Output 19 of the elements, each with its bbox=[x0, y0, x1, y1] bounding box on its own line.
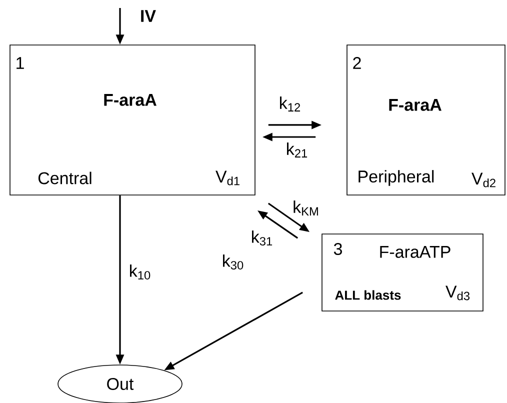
drug-label: F-araATP bbox=[380, 246, 450, 258]
rate-label: k$_{10}$ bbox=[130, 264, 150, 280]
compartment-label: ALL blasts bbox=[335, 290, 401, 300]
rate-label: k$_{31}$ bbox=[252, 230, 272, 246]
rate-label: k$_{12}$ bbox=[280, 96, 300, 112]
volume-label: V$_{d3}$ bbox=[446, 286, 470, 300]
compartment-label: Central bbox=[38, 172, 92, 184]
rate-label: IV bbox=[141, 10, 156, 22]
drug-label: F-araA bbox=[389, 99, 442, 111]
volume-label: V$_{d2}$ bbox=[472, 172, 496, 188]
compartment-number: 2 bbox=[353, 57, 361, 69]
compartment-label: Peripheral bbox=[358, 170, 434, 186]
drug-label: F-araA bbox=[104, 94, 156, 106]
volume-label: V$_{d1}$ bbox=[216, 170, 240, 186]
rate-label: k$_{21}$ bbox=[287, 142, 308, 158]
rate-label: k$_{30}$ bbox=[223, 254, 244, 270]
compartment-number: 1 bbox=[16, 57, 24, 69]
compartment-number: 3 bbox=[334, 242, 342, 255]
rate-label: k$_{KM}$ bbox=[294, 200, 318, 216]
